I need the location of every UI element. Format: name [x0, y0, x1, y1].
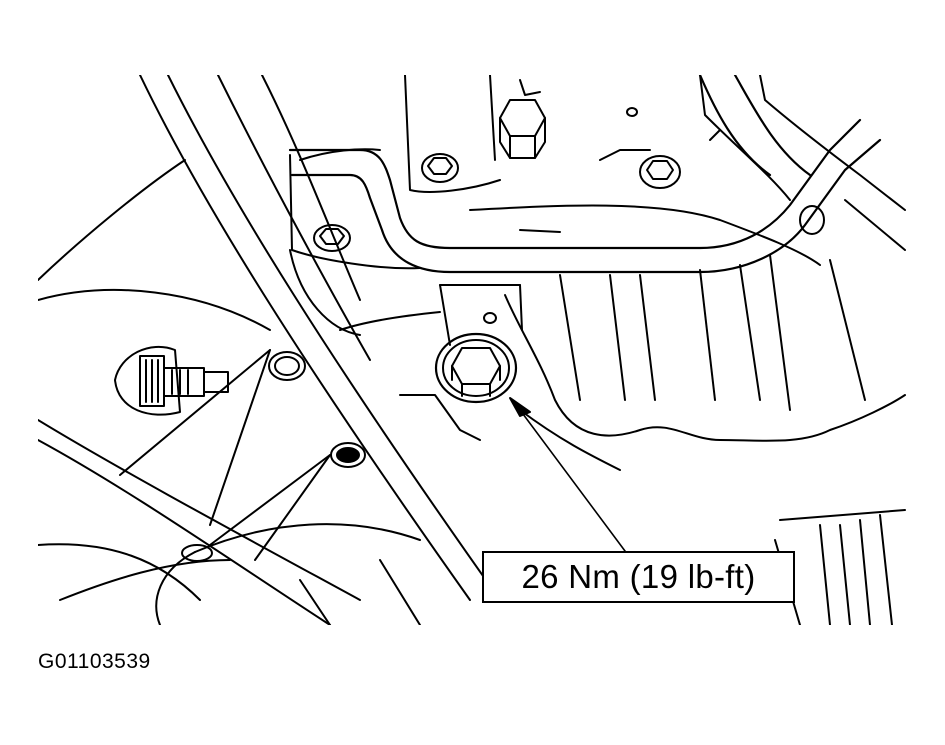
housing-rings: [181, 351, 366, 562]
web-lines: [119, 349, 421, 625]
housing-edges: [38, 75, 501, 625]
drain-plug: [434, 332, 518, 404]
figure-id: G01103539: [38, 650, 151, 673]
pan-ribs: [504, 199, 906, 442]
bolt: [499, 99, 546, 159]
bolt: [421, 153, 459, 183]
torque-spec-label: 26 Nm (19 lb-ft): [482, 551, 795, 603]
bolt: [639, 155, 681, 189]
pan-outline: [289, 75, 906, 336]
cooler-tube: [288, 75, 882, 274]
drain-boss: [399, 284, 621, 471]
sensor-fitting: [114, 345, 229, 416]
bolt: [799, 205, 825, 235]
callout-leader: [509, 397, 626, 552]
bolt: [313, 224, 351, 252]
pan-bolts: [313, 79, 825, 252]
